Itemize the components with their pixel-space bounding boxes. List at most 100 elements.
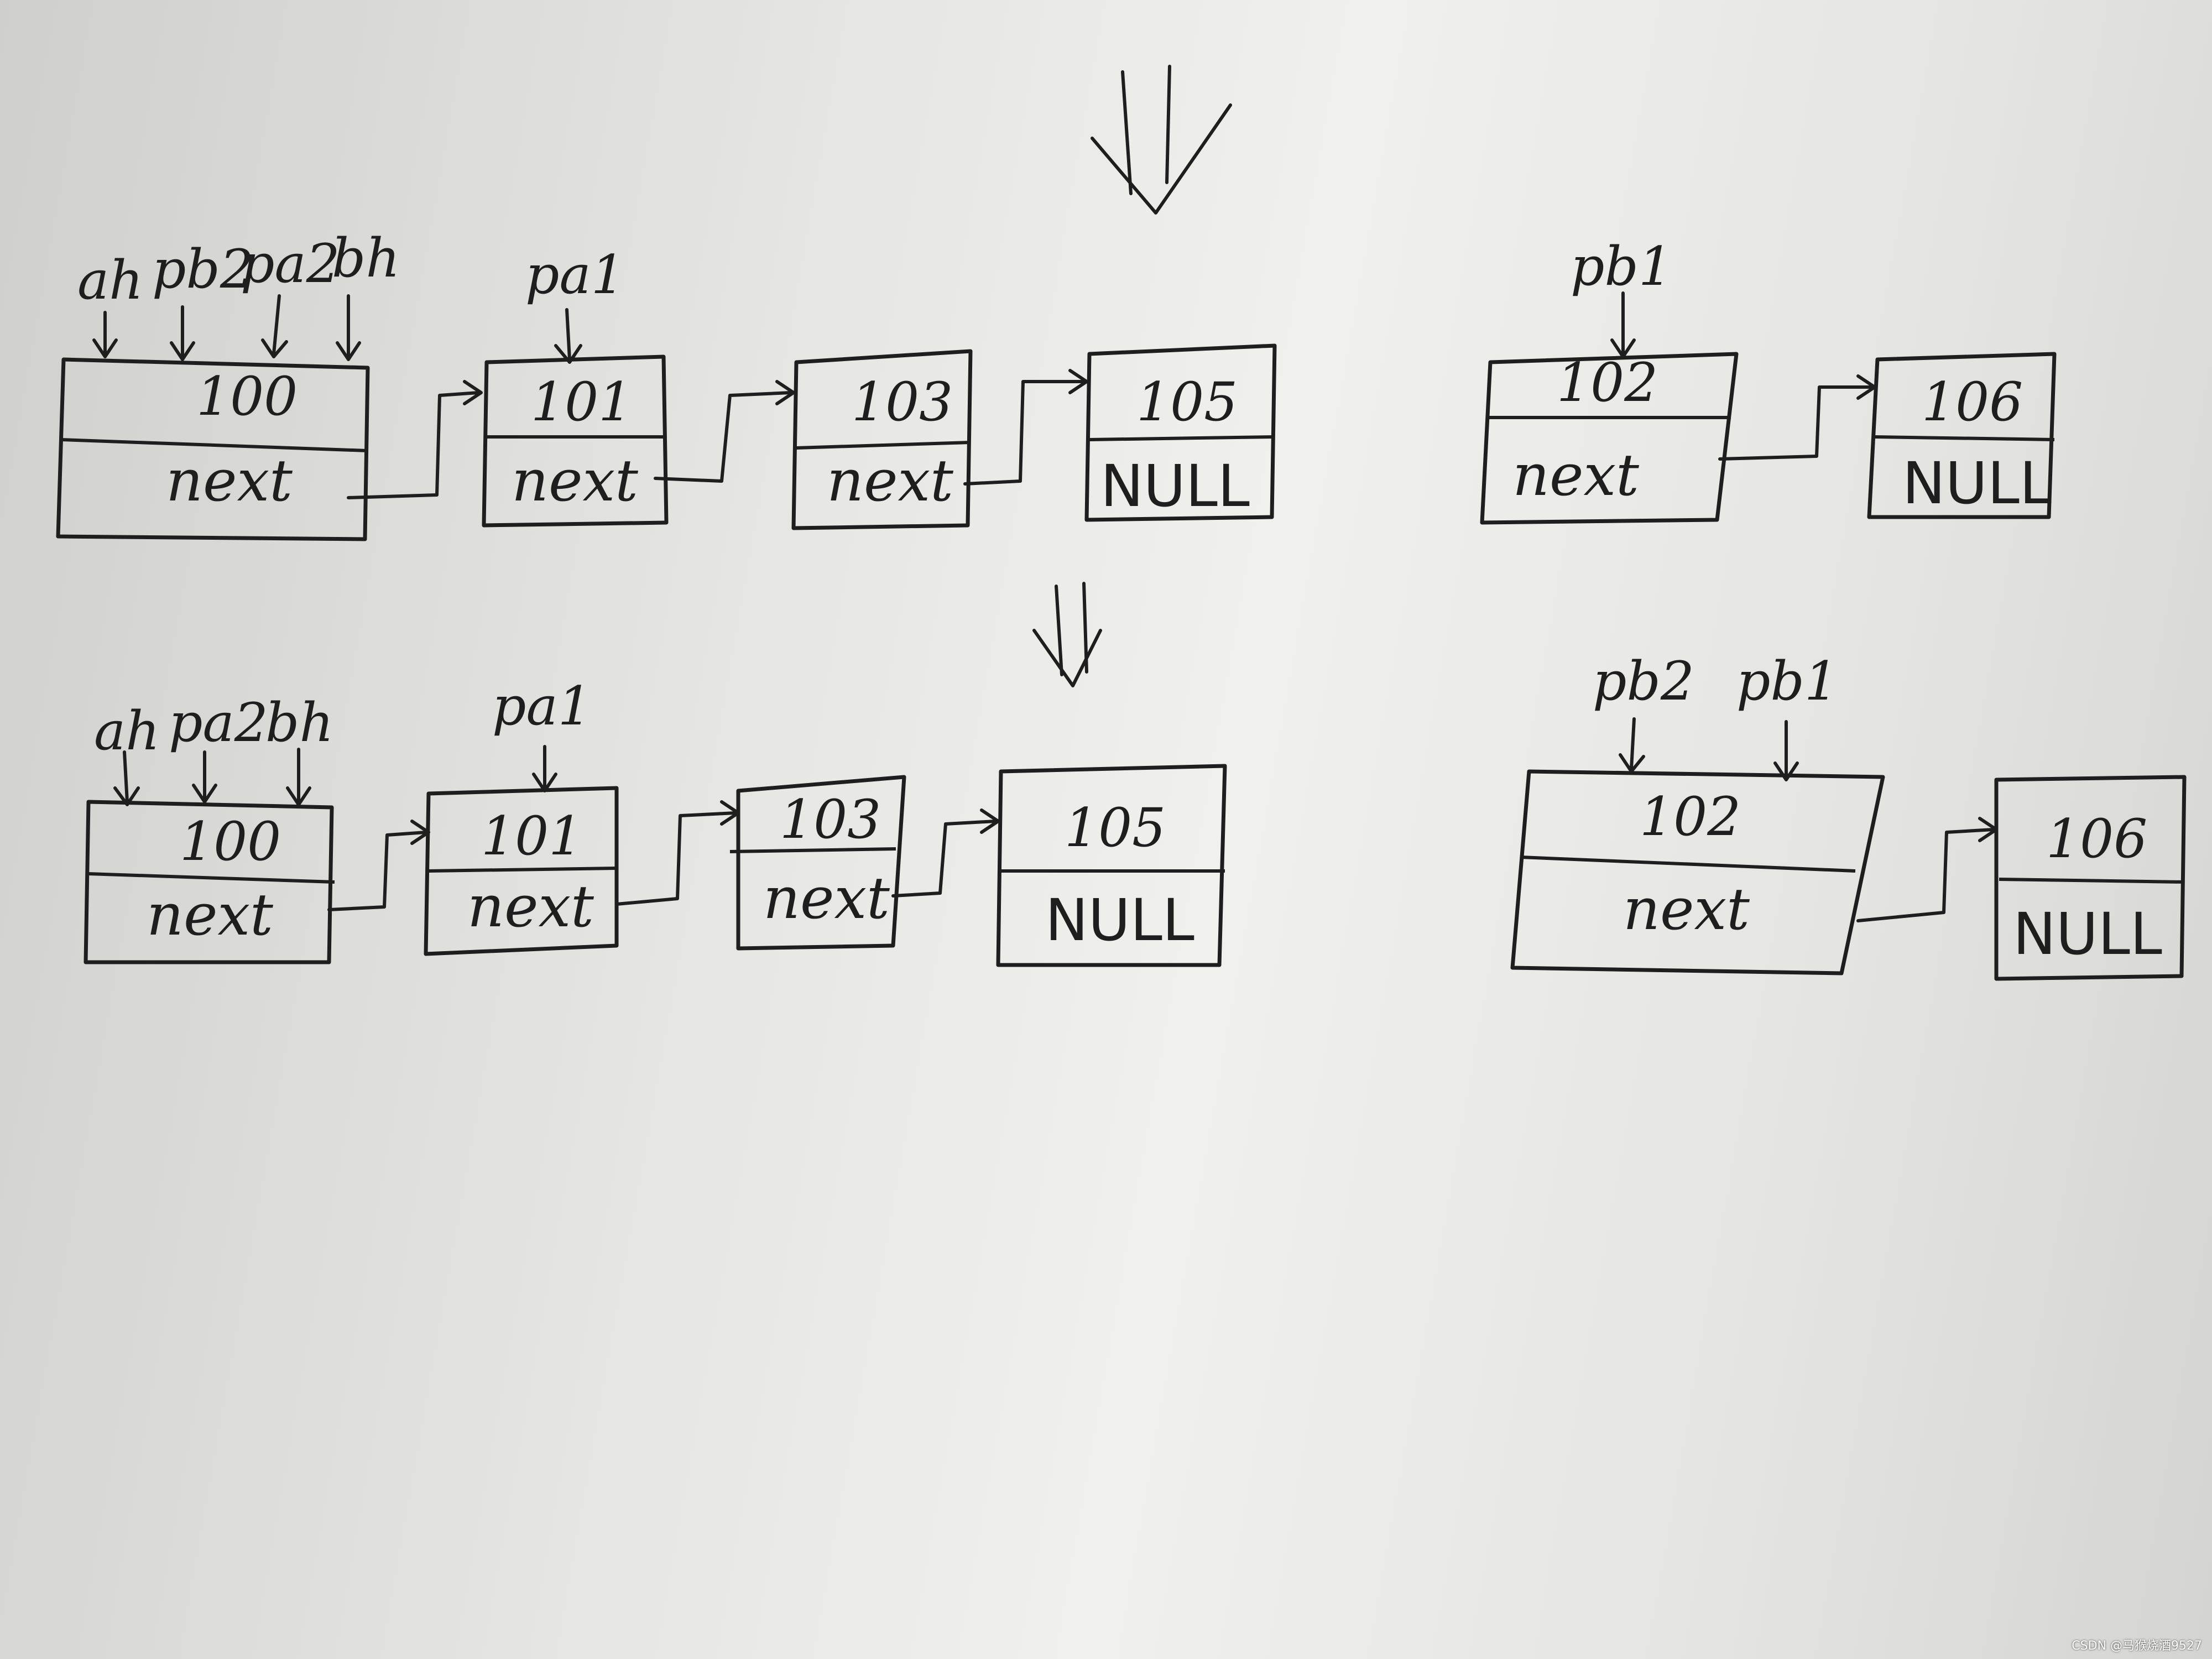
node-value: 106 [2046,808,2147,870]
node-field: NULL [2013,900,2162,968]
row2-node-102: 102 next [1510,769,1885,975]
row2: 100 next 101 next 103 next 105 NULL [84,650,2187,981]
pointer-label-pb1: pb1 [1736,650,1838,712]
pointer-arrow [261,294,288,358]
node-divider [60,438,368,452]
link-arrow [1718,374,1876,461]
row1-pointers: ah pb2 pa2 bh pa1 pb1 [77,227,1672,364]
node-value: 100 [180,811,281,873]
pointer-label-bh: bh [265,692,333,754]
node-field: next [467,873,594,940]
row1-node-103: 103 next [791,349,973,530]
pointer-arrow [1773,720,1799,781]
transition-arrow-top [1091,65,1232,215]
row1-links [347,369,1876,499]
node-field: NULL [1902,450,2052,517]
node-value: 105 [1136,371,1238,433]
node-value: 102 [1557,352,1658,414]
node-field: next [1623,875,1750,943]
node-divider [88,872,335,884]
row1: 100 next 101 next 103 next 105 NULL [56,227,2057,541]
node-box [1994,775,2187,981]
row2-pointers: ah pa2 bh pa1 pb2 pb1 [94,650,1838,806]
pointer-arrow [554,308,582,364]
link-arrow [615,800,740,906]
link-arrow [327,820,430,911]
pointer-label-pb1: pb1 [1571,236,1672,298]
pointer-arrow [1610,291,1636,358]
node-box [1510,769,1885,975]
row2-node-100: 100 next [84,800,335,964]
row2-node-103: 103 next [729,775,906,951]
node-field: NULL [1100,452,1250,520]
pointer-label-ah: ah [77,249,143,311]
pointer-arrow [336,294,361,361]
node-box [84,800,334,964]
pointer-label-pa2: pa2 [241,233,340,295]
row1-node-106: 106 NULL [1867,352,2057,519]
node-divider [428,867,617,873]
node-box [56,357,370,541]
node-value: 106 [1922,371,2023,433]
row2-links [327,800,1998,922]
link-arrow [963,369,1088,486]
node-field: next [512,447,638,514]
node-value: 101 [531,371,632,433]
node-box [482,354,669,528]
link-arrow [1856,817,1998,922]
watermark: CSDN @马猴烧酒9527 [2072,1639,2202,1653]
node-value: 101 [481,805,582,867]
node-box [1867,352,2057,519]
pointer-label-pb2: pb2 [1593,650,1694,712]
pointer-arrow [192,750,217,804]
row2-node-106: 106 NULL [1994,775,2187,981]
node-value: 100 [196,366,298,427]
node-divider [1999,878,2185,884]
pointer-arrow [286,748,311,806]
pointer-label-pb2: pb2 [152,238,254,300]
node-box [996,764,1227,967]
pointer-arrow [113,750,140,806]
big-down-arrow [1032,582,1102,687]
node-box [791,349,973,530]
node-divider [1520,855,1856,873]
pointer-arrow [92,311,118,358]
row1-node-100: 100 next [56,357,370,541]
link-arrow [347,380,483,499]
link-arrow [654,380,795,483]
row2-node-105: 105 NULL [996,764,1227,967]
node-value: 102 [1640,786,1741,848]
node-box [424,786,619,956]
pointer-label-bh: bh [332,227,400,289]
pointer-label-pa1: pa1 [525,244,625,306]
pointer-arrow [532,745,557,792]
node-divider [1874,435,2055,441]
pointer-arrow [170,305,195,361]
link-arrow [891,808,1000,898]
pointer-label-ah: ah [94,700,160,762]
node-divider [729,847,896,853]
row1-node-101: 101 next [482,354,669,528]
row1-node-105: 105 NULL [1084,343,1277,522]
node-box [1084,343,1277,522]
pointer-label-pa2: pa2 [169,692,268,754]
node-field: next [1512,441,1639,509]
node-field: next [827,447,953,514]
node-value: 105 [1065,797,1166,859]
node-value: 103 [852,371,953,433]
pointer-label-pa1: pa1 [492,675,592,737]
node-field: next [147,881,273,948]
big-down-arrow [1091,65,1232,215]
node-value: 103 [780,789,881,851]
row2-node-101: 101 next [424,786,619,956]
pointer-arrow [1619,717,1645,773]
node-field: NULL [1045,886,1194,954]
node-divider [1089,435,1275,441]
row1-node-102: 102 next [1480,352,1739,525]
node-field: next [763,864,890,932]
transition-arrow-middle [1032,582,1102,687]
node-divider [796,441,971,450]
node-field: next [166,447,293,514]
